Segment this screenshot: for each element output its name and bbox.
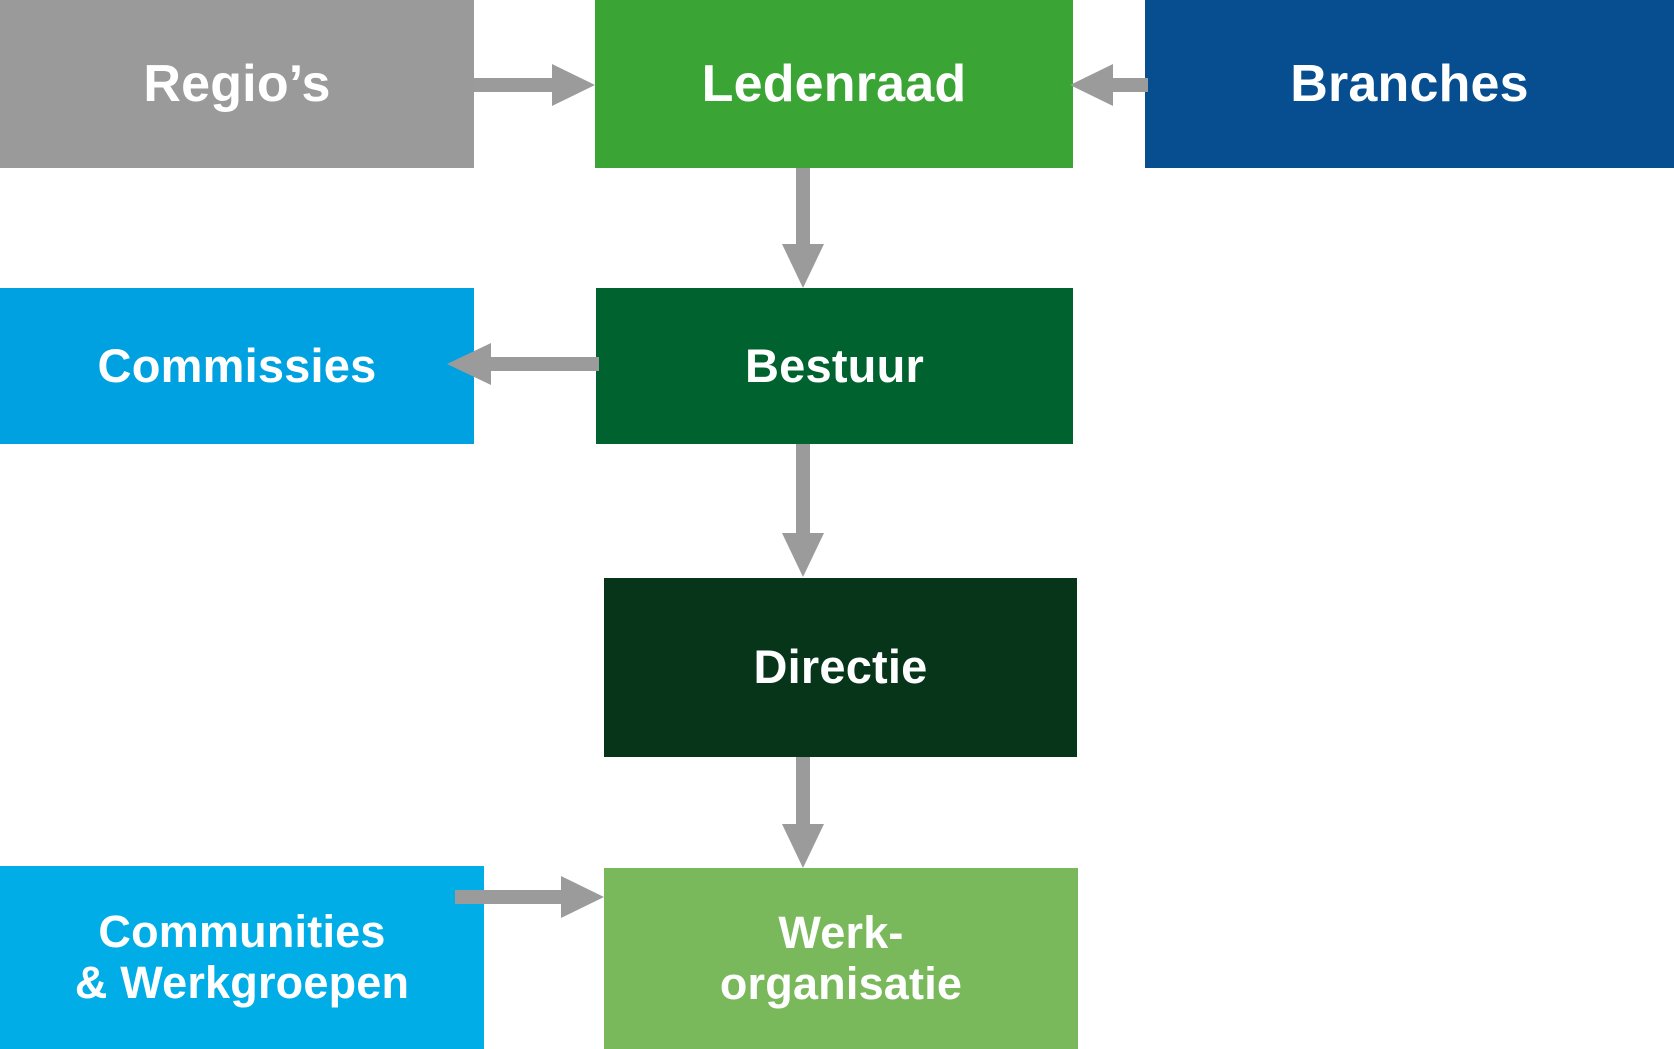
node-ledenraad[interactable]: Ledenraad xyxy=(595,0,1073,168)
node-werkorg[interactable]: Werk- organisatie xyxy=(604,868,1078,1049)
arrow-bestuur-to-commissies-icon xyxy=(447,343,599,385)
arrow-directie-to-werkorganisatie-icon xyxy=(782,757,824,870)
node-bestuur[interactable]: Bestuur xyxy=(596,288,1073,444)
node-regios[interactable]: Regio’s xyxy=(0,0,474,168)
node-ledenraad-label: Ledenraad xyxy=(701,54,967,113)
arrow-ledenraad-to-bestuur-icon xyxy=(782,168,824,290)
arrow-branches-to-ledenraad-icon xyxy=(1070,64,1148,106)
arrow-bestuur-to-directie-icon xyxy=(782,444,824,579)
node-werkorganisatie-label: Werk- organisatie xyxy=(719,907,963,1009)
node-directie[interactable]: Directie xyxy=(604,578,1077,757)
node-commissies[interactable]: Commissies xyxy=(0,288,474,444)
node-bestuur-label: Bestuur xyxy=(745,338,924,392)
node-communities-label: Communities & Werkgroepen xyxy=(74,906,410,1008)
node-branches[interactable]: Branches xyxy=(1145,0,1674,168)
node-branches-label: Branches xyxy=(1290,54,1529,113)
node-commissies-label: Commissies xyxy=(97,338,377,392)
arrow-regios-to-ledenraad-icon xyxy=(474,64,598,106)
node-regios-label: Regio’s xyxy=(143,54,331,113)
node-directie-label: Directie xyxy=(753,640,928,694)
arrow-communities-to-werkorganisatie-icon xyxy=(455,876,607,918)
node-communities[interactable]: Communities & Werkgroepen xyxy=(0,866,484,1049)
